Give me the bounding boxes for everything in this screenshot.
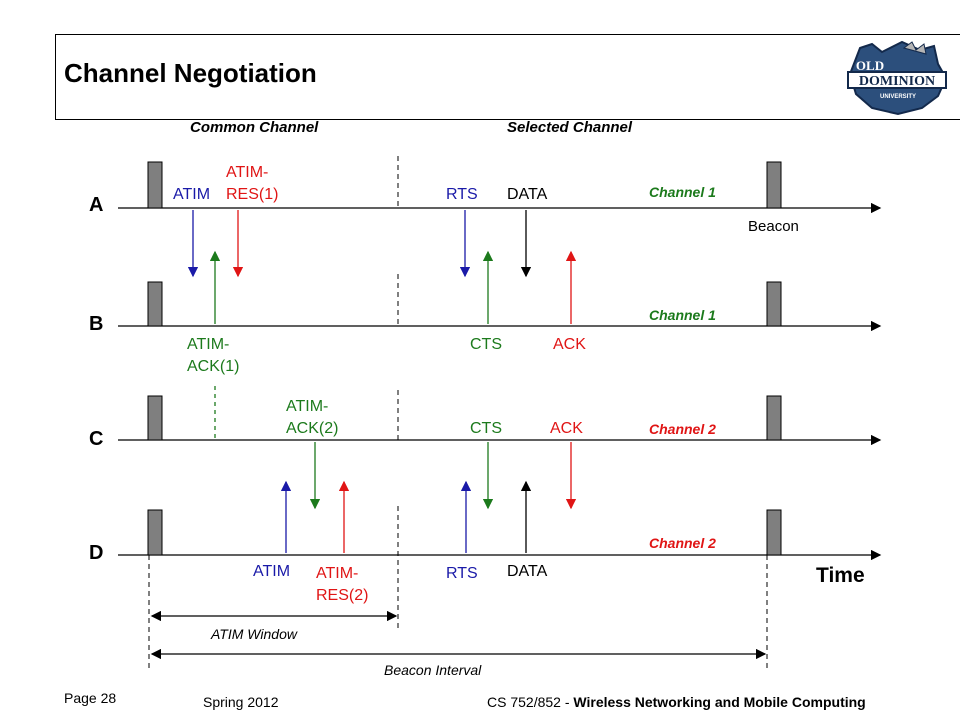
node-label-d: D bbox=[89, 542, 104, 564]
msg-atim-d: ATIM bbox=[253, 563, 291, 580]
msg-cts-c: CTS bbox=[470, 420, 502, 437]
section-selected-channel: Selected Channel bbox=[507, 119, 633, 136]
node-label-b: B bbox=[89, 313, 104, 335]
svg-text:OLD: OLD bbox=[856, 58, 884, 73]
msg-atim-ack1-line2: ACK(1) bbox=[187, 358, 240, 375]
beacon-block bbox=[766, 161, 782, 209]
msg-ack-b: ACK bbox=[553, 336, 586, 353]
beacon-block bbox=[147, 161, 163, 209]
msg-ack-c: ACK bbox=[550, 420, 583, 437]
msg-rts-a: RTS bbox=[446, 186, 478, 203]
footer-course-name: Wireless Networking and Mobile Computing bbox=[573, 694, 866, 710]
msg-atim-a: ATIM bbox=[173, 186, 211, 203]
msg-atim-res2-line2: RES(2) bbox=[316, 587, 369, 604]
footer-course: CS 752/852 - Wireless Networking and Mob… bbox=[487, 694, 866, 710]
beacon-block bbox=[147, 395, 163, 441]
page-number: Page 28 bbox=[64, 690, 117, 706]
university-logo: DOMINION OLD UNIVERSITY bbox=[847, 40, 948, 116]
msg-atim-res1-line2: RES(1) bbox=[226, 186, 279, 203]
channel-label-c: Channel 2 bbox=[649, 421, 716, 437]
beacon-block bbox=[766, 281, 782, 327]
msg-data-a: DATA bbox=[507, 186, 548, 203]
channel-label-a: Channel 1 bbox=[649, 184, 716, 200]
msg-atim-ack2-line1: ATIM- bbox=[286, 398, 329, 415]
beacon-interval-label: Beacon Interval bbox=[384, 662, 482, 678]
msg-atim-ack1-line1: ATIM- bbox=[187, 336, 230, 353]
beacon-label: Beacon bbox=[748, 218, 799, 235]
time-axis-label: Time bbox=[816, 564, 865, 587]
msg-rts-d: RTS bbox=[446, 565, 478, 582]
channel-label-b: Channel 1 bbox=[649, 307, 716, 323]
footer-semester: Spring 2012 bbox=[203, 694, 279, 710]
beacon-block bbox=[766, 509, 782, 556]
svg-text:DOMINION: DOMINION bbox=[859, 74, 935, 89]
node-label-a: A bbox=[89, 194, 104, 216]
msg-atim-res1-line1: ATIM- bbox=[226, 164, 269, 181]
msg-atim-res2-line1: ATIM- bbox=[316, 565, 359, 582]
msg-cts-b: CTS bbox=[470, 336, 502, 353]
beacon-block bbox=[147, 509, 163, 556]
node-label-c: C bbox=[89, 428, 104, 450]
atim-window-label: ATIM Window bbox=[211, 626, 297, 642]
beacon-block bbox=[766, 395, 782, 441]
footer-course-prefix: CS 752/852 - bbox=[487, 694, 574, 710]
section-common-channel: Common Channel bbox=[190, 119, 319, 136]
channel-label-d: Channel 2 bbox=[649, 535, 716, 551]
title-frame bbox=[55, 34, 960, 120]
slide-title: Channel Negotiation bbox=[64, 58, 317, 88]
msg-atim-ack2-line2: ACK(2) bbox=[286, 420, 339, 437]
beacon-block bbox=[147, 281, 163, 327]
svg-text:UNIVERSITY: UNIVERSITY bbox=[880, 94, 916, 100]
msg-data-d: DATA bbox=[507, 563, 548, 580]
